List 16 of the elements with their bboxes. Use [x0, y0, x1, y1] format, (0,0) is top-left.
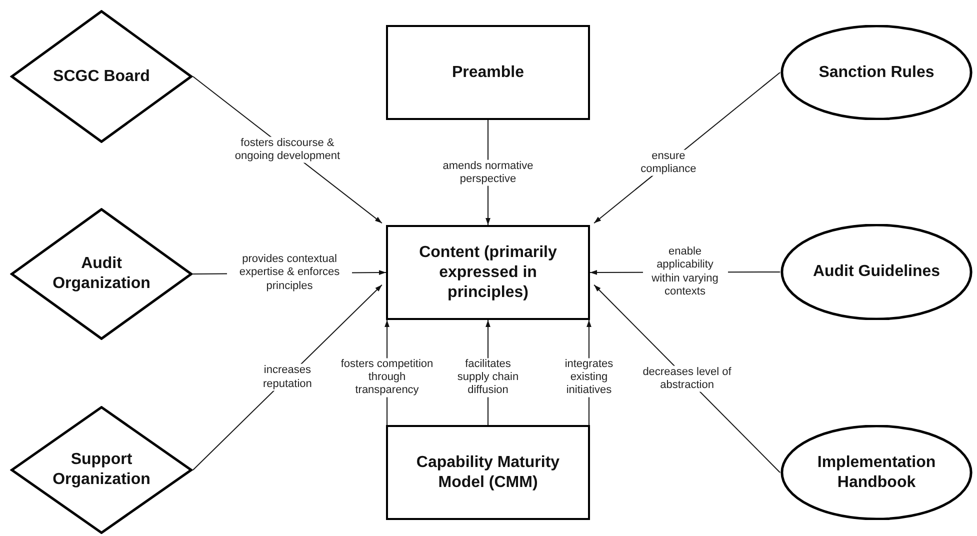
process-box: [386, 225, 590, 320]
node-label: Content (primarily expressed in principles): [418, 242, 558, 302]
process-box: [386, 425, 590, 520]
decision-diamond: [10, 208, 193, 340]
decision-diamond: [10, 406, 193, 534]
node-label: Implementation Handbook: [816, 452, 937, 492]
node-label: SCGC Board: [52, 66, 151, 86]
node-label: Capability Maturity Model (CMM): [415, 452, 561, 492]
node-label: Sanction Rules: [818, 62, 936, 82]
process-box: [386, 25, 590, 120]
node-label: Audit Organization: [52, 254, 152, 294]
edge-label: provides contextual expertise & enforces principles: [227, 253, 352, 294]
node-label: Support Organization: [52, 450, 152, 490]
decision-diamond: [10, 10, 193, 143]
node-label: Audit Guidelines: [812, 262, 942, 282]
node-label: Preamble: [450, 62, 526, 82]
